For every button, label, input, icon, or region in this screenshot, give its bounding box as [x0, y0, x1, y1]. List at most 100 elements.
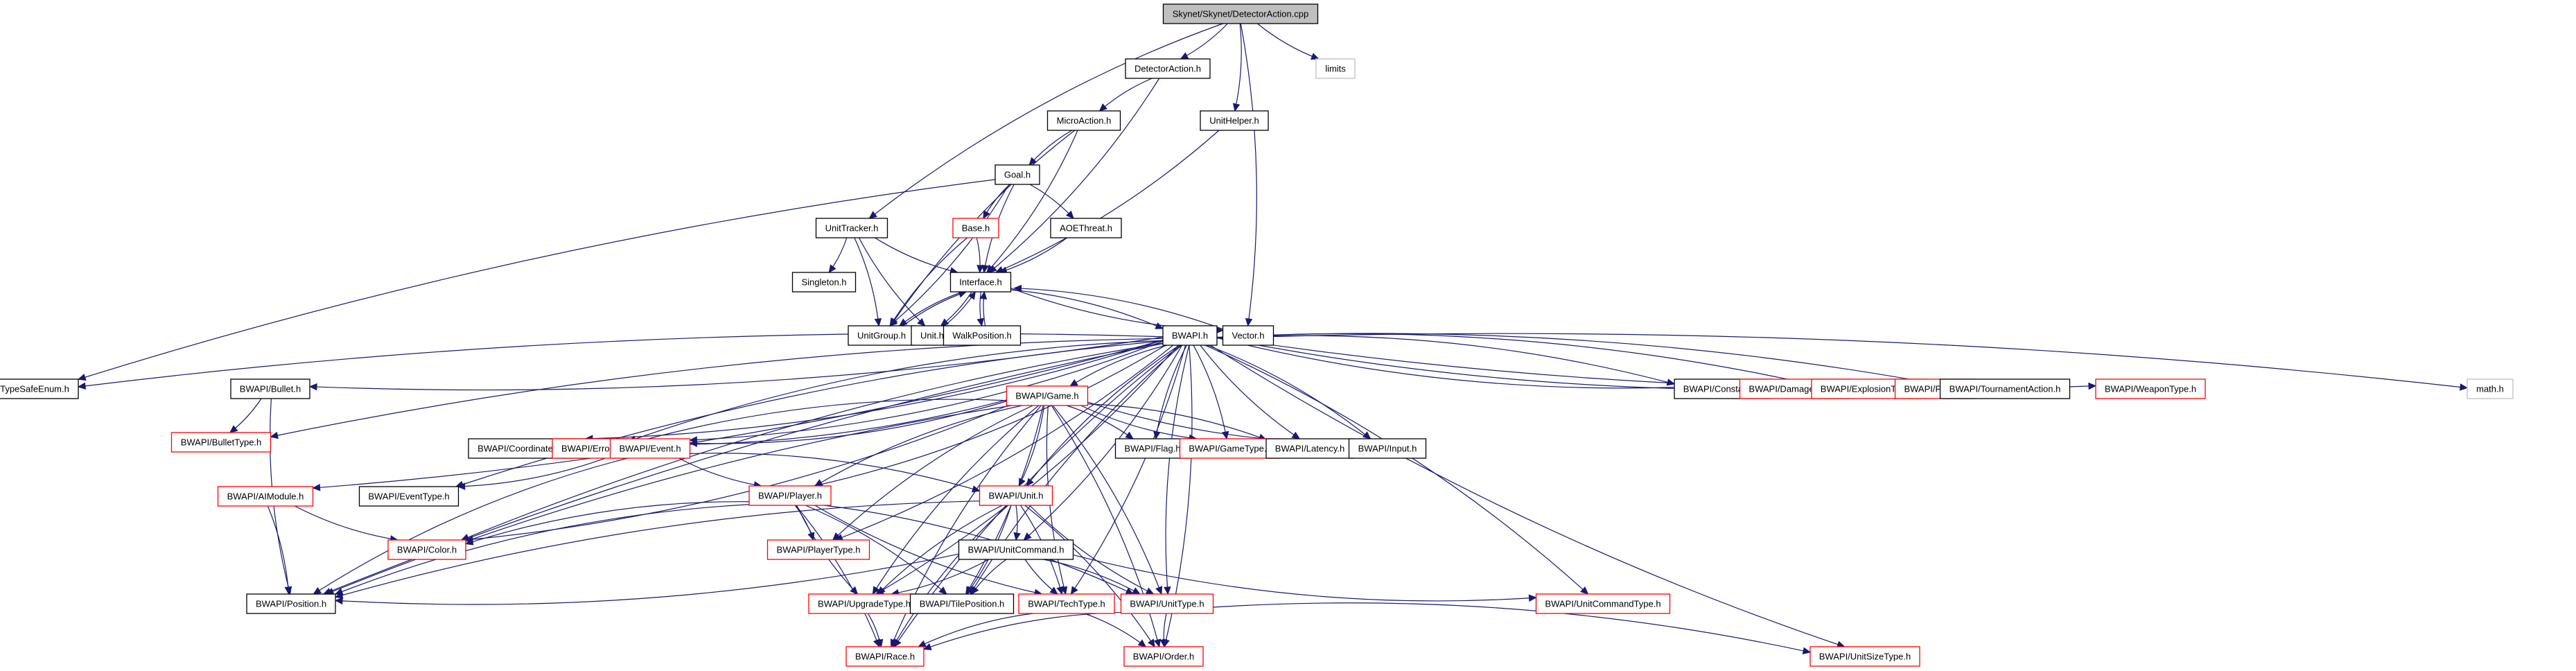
- header-node-unitsizetype[interactable]: BWAPI/UnitSizeType.h: [1810, 646, 1920, 667]
- arrowhead-icon: [284, 586, 292, 595]
- header-node-unitcommand[interactable]: BWAPI/UnitCommand.h: [958, 539, 1074, 560]
- header-node-singleton[interactable]: Singleton.h: [791, 272, 857, 293]
- edge-bwapi-to-unitsizetype: [1210, 345, 1846, 648]
- edge-line: [1234, 23, 1242, 112]
- node-box: [791, 272, 857, 293]
- header-node-tileposition[interactable]: BWAPI/TilePosition.h: [909, 593, 1015, 614]
- arrowhead-icon: [1098, 103, 1107, 112]
- edge-interface-to-bwapi: [1010, 289, 1164, 329]
- arrowhead-icon: [1155, 322, 1164, 329]
- header-node-microaction[interactable]: MicroAction.h: [1046, 110, 1121, 131]
- header-node-eventtype[interactable]: BWAPI/EventType.h: [358, 486, 459, 507]
- edge-line: [858, 237, 925, 326]
- header-node-bullettype[interactable]: BWAPI/BulletType.h: [170, 432, 272, 453]
- edge-root-to-detectoraction: [1180, 23, 1228, 60]
- header-node-interface[interactable]: Interface.h: [949, 272, 1012, 293]
- node-label: BWAPI/Player.h: [758, 491, 822, 501]
- header-node-race[interactable]: BWAPI/Race.h: [845, 646, 925, 667]
- header-node-player[interactable]: BWAPI/Player.h: [748, 485, 832, 506]
- node-box: [1200, 110, 1269, 131]
- header-node-game[interactable]: BWAPI/Game.h: [1006, 385, 1089, 406]
- header-node-limits: limits: [1315, 58, 1356, 79]
- node-box: [1120, 593, 1214, 614]
- node-box: [748, 485, 832, 506]
- arrowhead-icon: [832, 532, 841, 541]
- node-box: [170, 432, 272, 453]
- edge-bwapi-to-unitcommand: [1023, 345, 1183, 541]
- header-node-aimodule[interactable]: BWAPI/AIModule.h: [217, 486, 314, 507]
- header-node-latency[interactable]: BWAPI/Latency.h: [1265, 438, 1354, 459]
- edge-line: [1213, 602, 1811, 653]
- header-node-unitgroup[interactable]: UnitGroup.h: [848, 325, 915, 346]
- header-node-gametype[interactable]: BWAPI/GameType.h: [1179, 438, 1281, 459]
- edge-line: [875, 345, 1179, 595]
- header-node-goal[interactable]: Goal.h: [995, 164, 1040, 185]
- arrowhead-icon: [2459, 383, 2469, 391]
- node-label: BWAPI/EventType.h: [368, 491, 449, 502]
- arrowhead-icon: [1245, 317, 1253, 327]
- header-node-unittype[interactable]: BWAPI/UnitType.h: [1120, 593, 1214, 614]
- header-node-color[interactable]: BWAPI/Color.h: [387, 539, 466, 560]
- node-box: [1006, 385, 1089, 406]
- node-label: BWAPI/Color.h: [397, 545, 457, 555]
- header-node-vector[interactable]: Vector.h: [1222, 325, 1274, 346]
- header-node-weapontype[interactable]: BWAPI/WeaponType.h: [2095, 378, 2206, 399]
- edge-line: [465, 501, 750, 545]
- node-label: DetectorAction.h: [1134, 64, 1201, 74]
- node-label: BWAPI/ExplosionType.h: [1821, 384, 1918, 394]
- header-node-unitcommandtype[interactable]: BWAPI/UnitCommandType.h: [1535, 593, 1671, 614]
- edge-line: [1165, 345, 1190, 595]
- header-node-techtype[interactable]: BWAPI/TechType.h: [1018, 593, 1115, 614]
- edge-line: [1066, 405, 1134, 439]
- header-node-aoethreat[interactable]: AOEThreat.h: [1050, 218, 1122, 238]
- node-label: BWAPI/Race.h: [855, 652, 915, 662]
- header-node-event[interactable]: BWAPI/Event.h: [609, 438, 691, 459]
- header-node-order[interactable]: BWAPI/Order.h: [1123, 646, 1204, 667]
- arrowhead-icon: [971, 586, 979, 595]
- arrowhead-icon: [922, 643, 932, 650]
- edge-line: [1080, 405, 1197, 439]
- header-node-bullet[interactable]: BWAPI/Bullet.h: [230, 378, 310, 399]
- header-node-unithelper[interactable]: UnitHelper.h: [1200, 110, 1269, 131]
- edge-interface-to-unit: [940, 291, 972, 326]
- edge-line: [678, 458, 762, 487]
- node-box: [0, 378, 79, 399]
- edge-line: [1070, 345, 1186, 595]
- header-node-playertype[interactable]: BWAPI/PlayerType.h: [766, 539, 870, 560]
- arrowhead-icon: [876, 638, 884, 648]
- header-node-bunit[interactable]: BWAPI/Unit.h: [979, 485, 1053, 506]
- header-node-input[interactable]: BWAPI/Input.h: [1348, 438, 1427, 459]
- header-node-detectoraction[interactable]: DetectorAction.h: [1125, 58, 1211, 79]
- header-node-flag[interactable]: BWAPI/Flag.h: [1114, 438, 1191, 459]
- edge-unittracker-to-singleton: [828, 237, 848, 273]
- node-box: [949, 272, 1012, 293]
- arrowhead-icon: [1580, 586, 1589, 595]
- edge-bunit-to-upgradetype: [877, 505, 1003, 595]
- edge-aimodule-to-color: [295, 505, 398, 543]
- edge-line: [1029, 505, 1154, 595]
- header-node-upgradetype[interactable]: BWAPI/UpgradeType.h: [808, 593, 920, 614]
- header-node-unittracker[interactable]: UnitTracker.h: [815, 218, 888, 238]
- edge-bwapi-to-bunit: [1026, 345, 1180, 487]
- edge-unittype-to-race: [922, 611, 1121, 650]
- edge-bullet-to-bullettype: [229, 398, 262, 433]
- header-node-bwapi[interactable]: BWAPI.h: [1162, 325, 1218, 346]
- header-node-position[interactable]: BWAPI/Position.h: [246, 593, 336, 614]
- header-node-tournamentaction[interactable]: BWAPI/TournamentAction.h: [1939, 378, 2071, 399]
- edge-game-to-gametype: [1080, 405, 1198, 442]
- root-file-node[interactable]: Skynet/Skynet/DetectorAction.cpp: [1162, 3, 1319, 24]
- header-node-typesafeenum[interactable]: TypeSafeEnum.h: [0, 378, 79, 399]
- edge-bwapi-to-techtype: [1070, 345, 1186, 595]
- edge-bwapi-to-bullettype: [270, 338, 1164, 439]
- edge-player-to-color: [464, 501, 750, 546]
- header-node-base[interactable]: Base.h: [952, 218, 999, 238]
- edge-bwapi-to-unittype: [1164, 345, 1190, 595]
- edge-microaction-to-goal: [1028, 130, 1073, 166]
- edge-player-to-tileposition: [805, 505, 947, 595]
- edge-line: [999, 237, 1068, 273]
- node-box: [1018, 593, 1115, 614]
- header-node-walkposition[interactable]: WalkPosition.h: [943, 325, 1022, 346]
- edge-line: [628, 399, 1007, 445]
- edge-line: [891, 559, 989, 595]
